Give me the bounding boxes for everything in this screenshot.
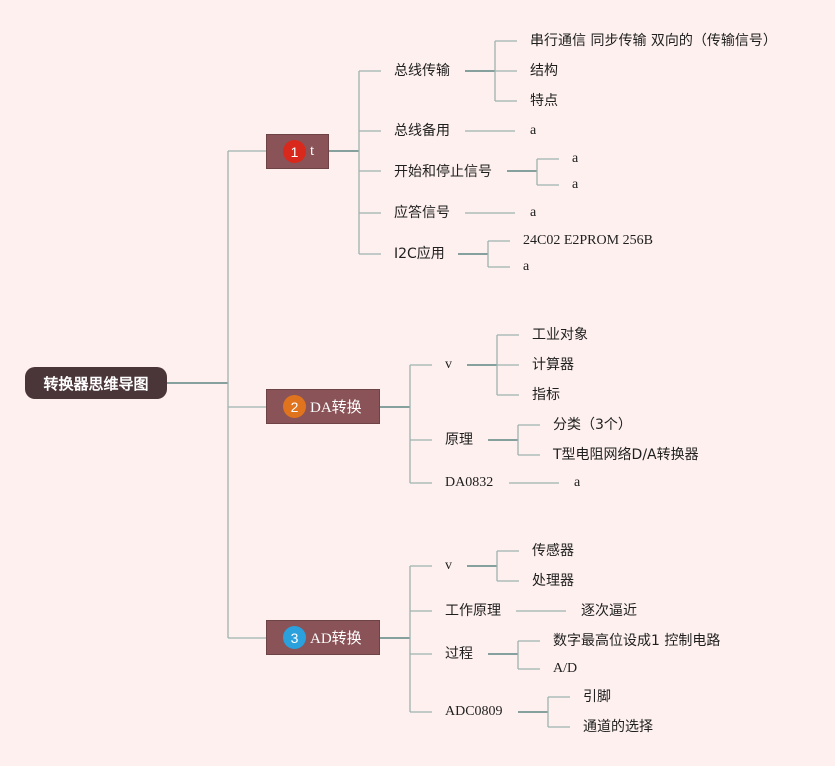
leaf-sensor[interactable]: 传感器: [532, 543, 574, 559]
branch-number-badge-2: 2: [283, 395, 306, 418]
leaf-indicator[interactable]: 指标: [532, 387, 560, 403]
leaf-t-network-dac[interactable]: T型电阻网络D/A转换器: [553, 447, 699, 463]
topic-i2c-application[interactable]: I2C应用: [394, 246, 445, 262]
leaf-structure[interactable]: 结构: [530, 63, 558, 79]
branch-label-3: AD转换: [310, 631, 362, 647]
leaf-features[interactable]: 特点: [530, 93, 558, 109]
leaf-msb-control[interactable]: 数字最高位设成1 控制电路: [553, 633, 721, 649]
leaf-calculator[interactable]: 计算器: [532, 357, 574, 373]
topic-da-v[interactable]: v: [445, 357, 452, 372]
leaf-channel-select[interactable]: 通道的选择: [583, 719, 653, 735]
leaf-ad[interactable]: A/D: [553, 661, 578, 676]
root-label: 转换器思维导图: [43, 374, 149, 393]
topic-adc0809[interactable]: ADC0809: [445, 704, 503, 719]
branch-label-2: DA转换: [310, 400, 362, 416]
leaf-stop-a[interactable]: a: [572, 177, 579, 192]
leaf-serial-comm[interactable]: 串行通信 同步传输 双向的（传输信号）: [530, 33, 777, 49]
leaf-start-a[interactable]: a: [572, 151, 579, 166]
root-node[interactable]: 转换器思维导图: [25, 367, 167, 399]
leaf-processor[interactable]: 处理器: [532, 573, 574, 589]
leaf-classification[interactable]: 分类（3个）: [553, 417, 632, 433]
leaf-standby-a[interactable]: a: [530, 123, 537, 138]
topic-bus-standby[interactable]: 总线备用: [394, 123, 450, 139]
topic-start-stop-signal[interactable]: 开始和停止信号: [394, 164, 492, 180]
leaf-i2c-a[interactable]: a: [523, 259, 530, 274]
topic-ad-v[interactable]: v: [445, 558, 452, 573]
topic-da0832[interactable]: DA0832: [445, 475, 494, 490]
leaf-ack-a[interactable]: a: [530, 205, 537, 220]
topic-ad-working-principle[interactable]: 工作原理: [445, 603, 501, 619]
topic-bus-transfer[interactable]: 总线传输: [394, 63, 450, 79]
branch-node-1[interactable]: 1 t: [266, 134, 329, 169]
leaf-pins[interactable]: 引脚: [583, 689, 611, 705]
branch-node-3[interactable]: 3 AD转换: [266, 620, 380, 655]
leaf-successive-approx[interactable]: 逐次逼近: [581, 603, 637, 619]
branch-number-badge-3: 3: [283, 626, 306, 649]
branch-label-1: t: [310, 143, 315, 159]
topic-ad-process[interactable]: 过程: [445, 646, 473, 662]
branch-node-2[interactable]: 2 DA转换: [266, 389, 380, 424]
branch-number-badge-1: 1: [283, 140, 306, 163]
leaf-industrial-object[interactable]: 工业对象: [532, 327, 588, 343]
leaf-24c02[interactable]: 24C02 E2PROM 256B: [523, 233, 653, 248]
leaf-da0832-a[interactable]: a: [574, 475, 581, 490]
topic-ack-signal[interactable]: 应答信号: [394, 205, 450, 221]
topic-da-principle[interactable]: 原理: [445, 432, 473, 448]
